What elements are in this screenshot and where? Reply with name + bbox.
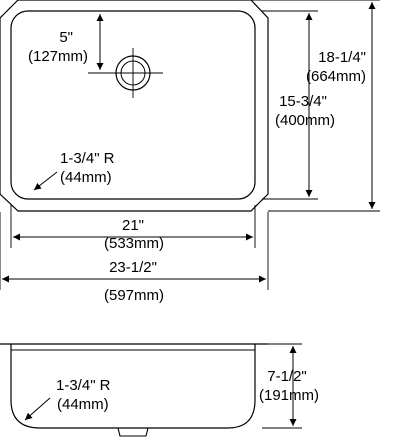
side-corner-radius-leader: [24, 397, 51, 421]
drain-icon: [88, 48, 163, 98]
corner-radius-metric-label: (44mm): [60, 169, 112, 186]
overall-length-metric-label: (664mm): [306, 68, 366, 85]
depth-dimension: [262, 343, 302, 429]
sink-bowl-profile: [10, 344, 256, 429]
drain-offset-metric-label: (127mm): [28, 48, 88, 65]
drain-offset-imperial-label: 5": [59, 29, 73, 46]
bowl-length-dimension: [262, 10, 318, 200]
side-corner-radius-imperial-label: 1-3/4" R: [56, 377, 111, 394]
bowl-width-dimension: [10, 205, 256, 248]
top-view: 5" (127mm) 15-3/4" (400mm) 18-1/4" (664m…: [0, 0, 380, 304]
bowl-width-imperial-label: 21": [122, 217, 144, 234]
overall-length-imperial-label: 18-1/4": [318, 49, 366, 66]
overall-width-dimension: [0, 212, 269, 290]
depth-metric-label: (191mm): [259, 387, 319, 404]
bowl-width-metric-label: (533mm): [104, 235, 164, 252]
side-corner-radius-metric-label: (44mm): [57, 396, 109, 413]
overall-length-dimension: [252, 0, 380, 212]
overall-width-imperial-label: 23-1/2": [109, 259, 157, 276]
drain-stub: [117, 427, 149, 437]
bowl-length-metric-label: (400mm): [275, 112, 335, 129]
side-view: 1-3/4" R (44mm) 7-1/2" (191mm): [0, 343, 319, 437]
sink-bowl-outline: [10, 10, 256, 200]
bowl-length-imperial-label: 15-3/4": [279, 93, 327, 110]
sink-flange-outline: [0, 0, 269, 212]
corner-radius-leader: [33, 171, 58, 191]
depth-imperial-label: 7-1/2": [267, 368, 307, 385]
overall-width-metric-label: (597mm): [104, 287, 164, 304]
corner-radius-imperial-label: 1-3/4" R: [60, 150, 115, 167]
